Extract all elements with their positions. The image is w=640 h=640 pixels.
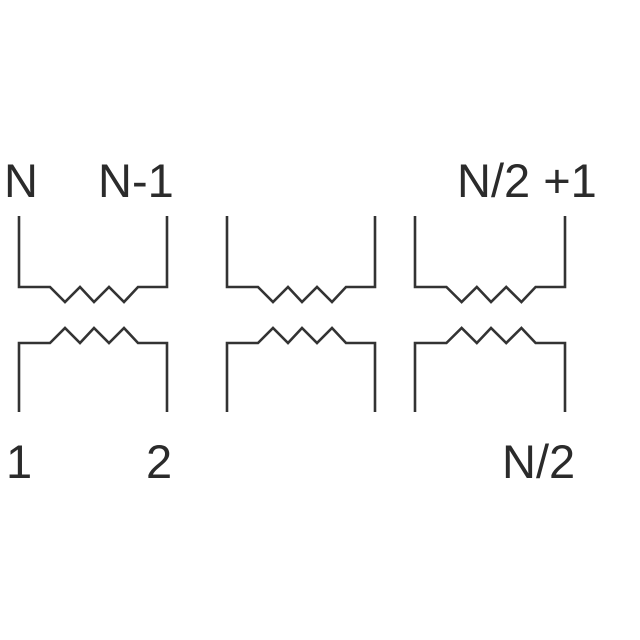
winding-secondary-1 xyxy=(17,326,169,412)
pin-label-n-half-plus-1: N/2 +1 xyxy=(457,154,597,207)
pin-label-1: 1 xyxy=(6,435,32,488)
winding-primary-3 xyxy=(413,216,567,304)
winding-primary-1 xyxy=(17,216,169,304)
pin-label-n: N xyxy=(4,154,38,207)
winding-secondary-2 xyxy=(225,326,377,412)
winding-secondary-3 xyxy=(413,326,567,412)
pin-label-n-minus-1: N-1 xyxy=(98,154,174,207)
pin-label-2: 2 xyxy=(146,435,172,488)
pin-label-n-half: N/2 xyxy=(502,435,575,488)
winding-primary-2 xyxy=(225,216,377,304)
